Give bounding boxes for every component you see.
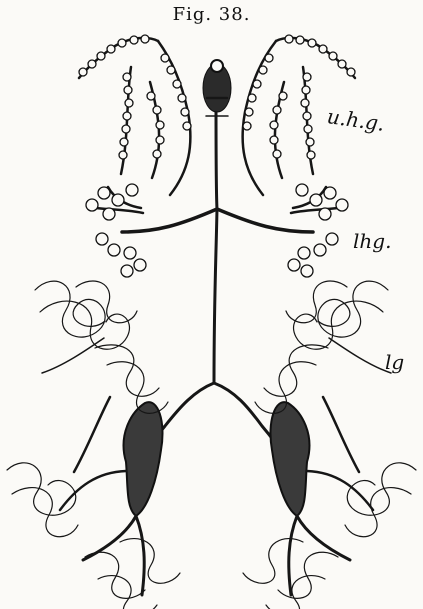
gland-lobes-left — [79, 35, 191, 277]
tuft-top-right — [255, 281, 388, 413]
tuft-top-left — [35, 281, 168, 413]
lower-left-gland — [42, 338, 163, 595]
lower-right-gland — [270, 338, 391, 595]
head-section — [203, 60, 231, 116]
gland-lobes-right — [243, 35, 355, 277]
tuft-bottom-right — [243, 463, 416, 609]
